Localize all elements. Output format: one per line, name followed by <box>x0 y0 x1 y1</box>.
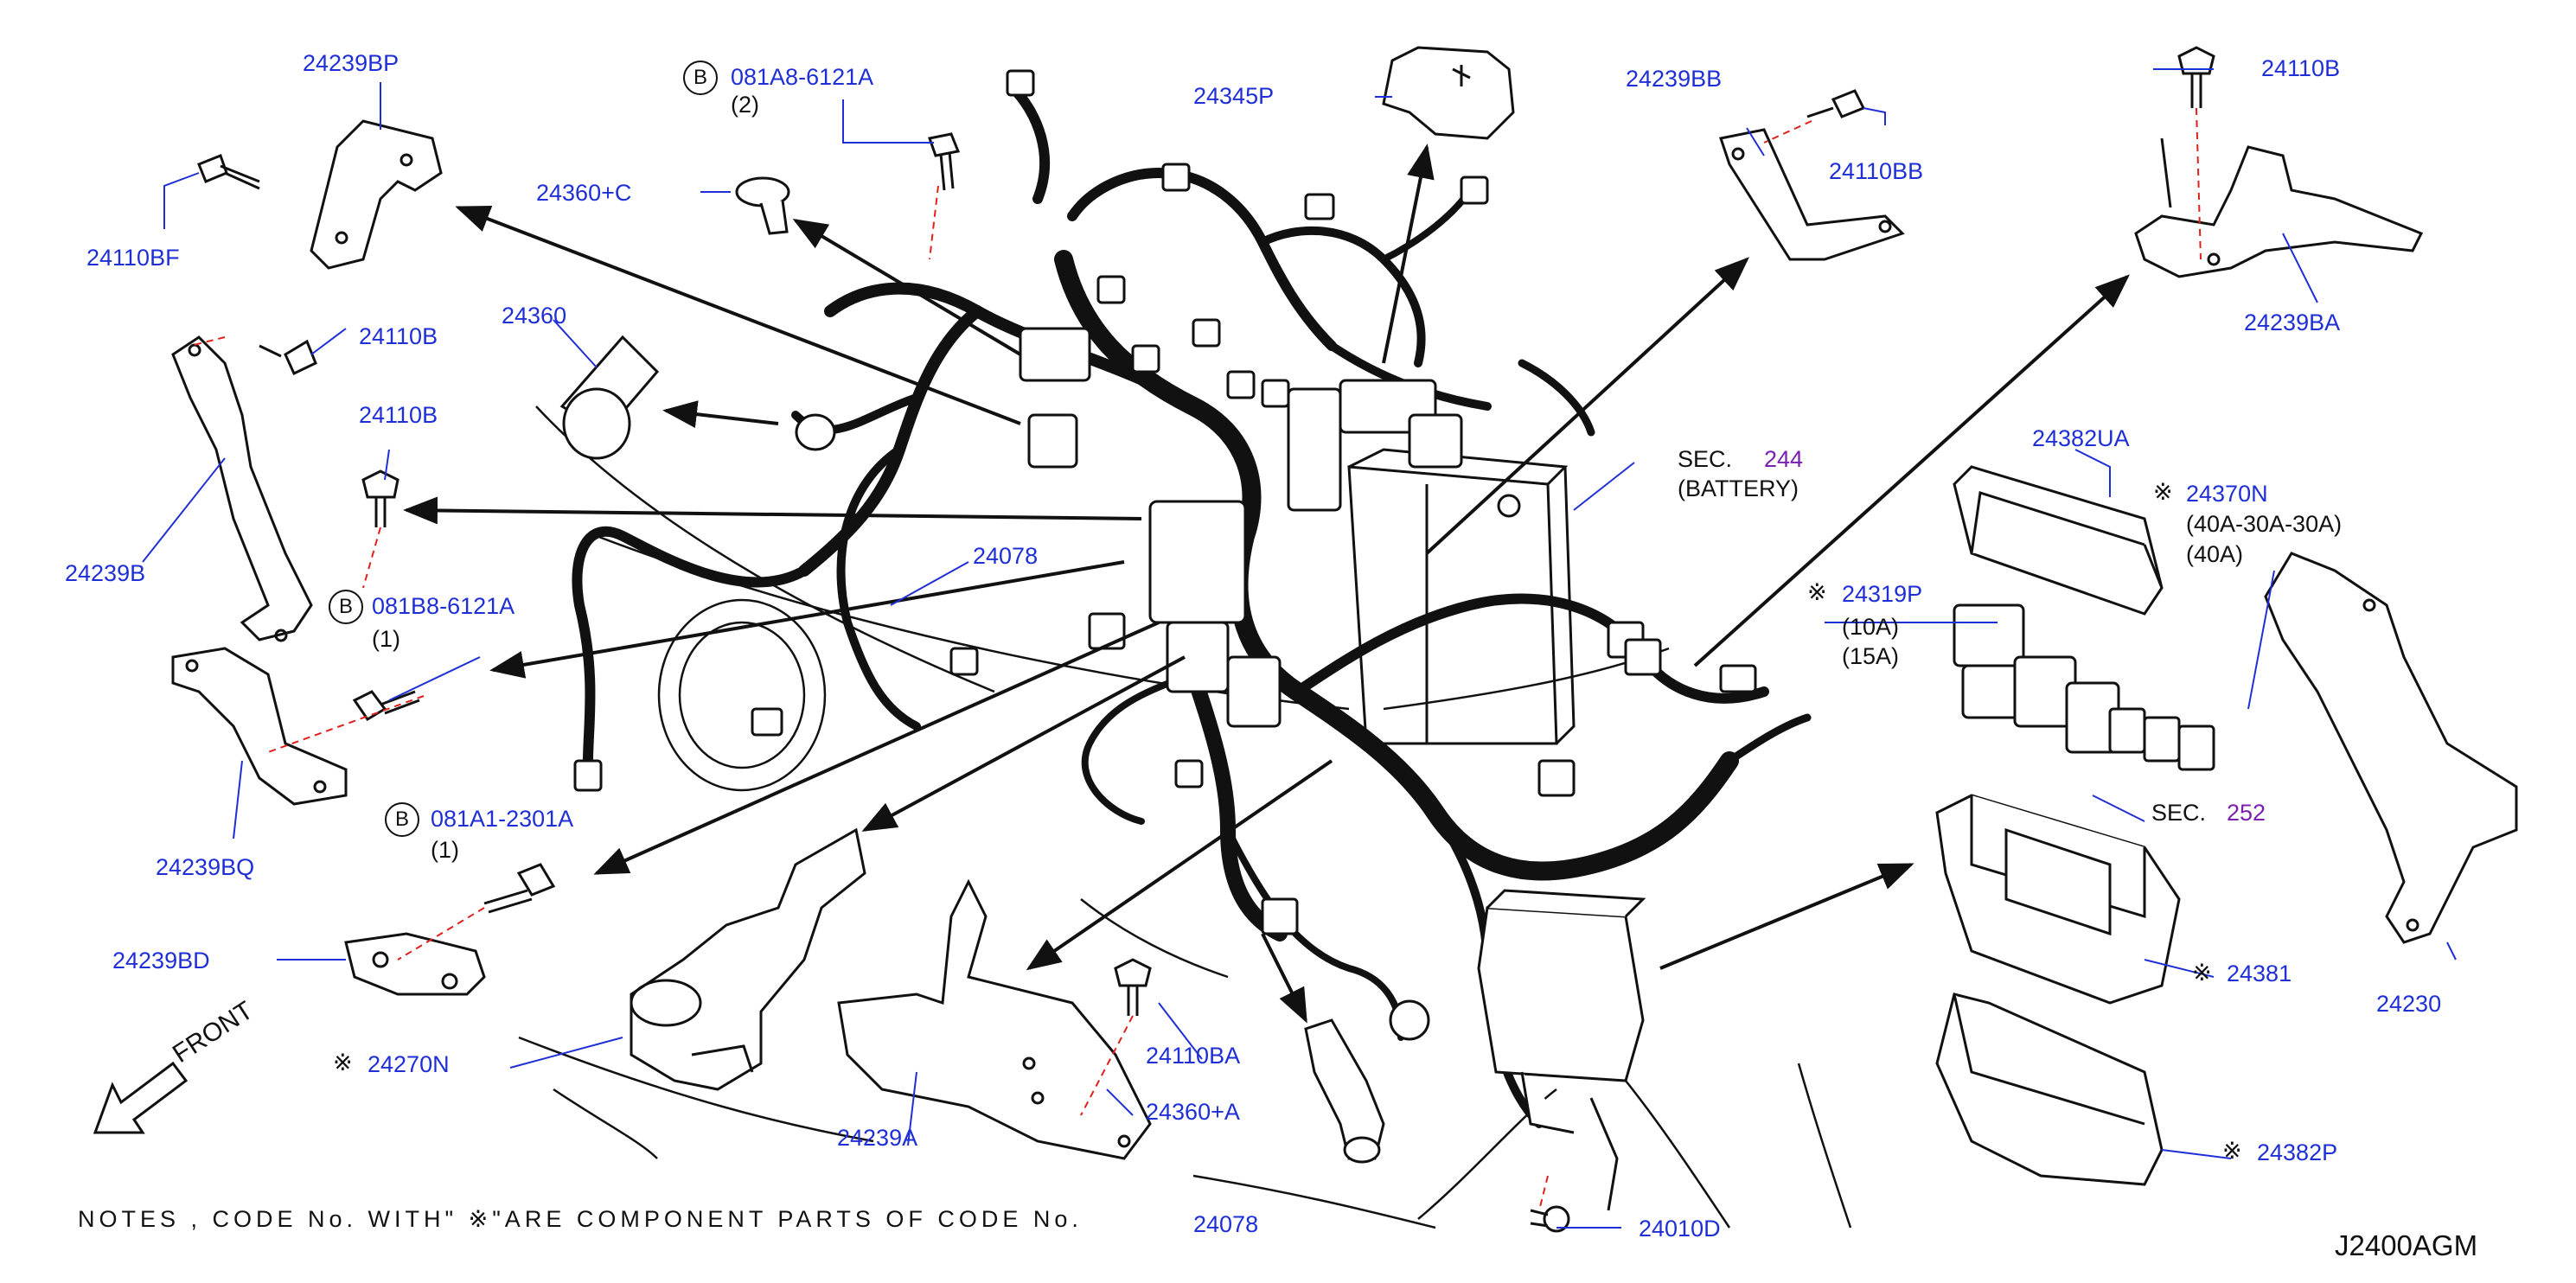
bracket-24239BD <box>344 932 486 996</box>
qty-081A1: (1) <box>431 837 459 863</box>
fusible-link-box-on-harness <box>1477 889 1646 1211</box>
part-label-24360: 24360 <box>502 303 567 329</box>
part-label-24345P: 24345P <box>1193 83 1275 109</box>
section-ref-244-note: (BATTERY) <box>1678 476 1799 501</box>
part-label-081B8-6121A: 081B8-6121A <box>372 593 515 619</box>
rating-24319P-b: (15A) <box>1842 643 1900 669</box>
bolt-24110BB <box>1806 89 1866 118</box>
bracket-24239A <box>837 878 1152 1160</box>
part-label-24239B: 24239B <box>65 560 146 586</box>
part-label-24239BP: 24239BP <box>303 50 400 76</box>
leader-lines <box>142 68 2457 1229</box>
part-label-24381: 24381 <box>2227 961 2292 986</box>
grommet-24360C <box>735 176 790 235</box>
part-label-081A8-6121A: 081A8-6121A <box>731 64 874 90</box>
star-24270N: ※ <box>333 1050 353 1076</box>
rating-24370N-b: (40A) <box>2186 541 2244 567</box>
bolt-24010D <box>1530 1205 1570 1233</box>
part-label-081A1-2301A: 081A1-2301A <box>431 806 574 832</box>
part-label-24230: 24230 <box>2376 991 2442 1017</box>
bolt-24110B-a <box>259 339 317 376</box>
part-label-24270N: 24270N <box>368 1051 450 1077</box>
section-ref-252-number: 252 <box>2227 800 2266 826</box>
part-label-24360C: 24360+C <box>536 180 632 206</box>
bolt-symbol-081A8: B <box>683 61 718 95</box>
fuse-box-cover-24382UA <box>1953 465 2164 616</box>
bolt-24110BF <box>197 154 260 190</box>
rating-24319P-a: (10A) <box>1842 614 1900 640</box>
harness-connectors <box>573 69 1757 1041</box>
star-24370N: ※ <box>2153 479 2173 505</box>
part-label-24239BD: 24239BD <box>112 948 210 973</box>
qty-081B8: (1) <box>372 626 400 652</box>
grommet-24360 <box>559 335 660 460</box>
notes-text: NOTES , CODE No. WITH" ※"ARE COMPONENT P… <box>78 1206 1083 1232</box>
grommet-24078 <box>1304 1018 1385 1164</box>
front-direction-arrow <box>93 1061 189 1134</box>
bracket-24239BP <box>310 119 443 270</box>
part-label-24110B-top: 24110B <box>2261 55 2341 81</box>
part-label-24319P: 24319P <box>1842 581 1923 607</box>
part-label-24360A: 24360+A <box>1146 1099 1240 1125</box>
part-label-24110B-a: 24110B <box>359 323 438 349</box>
qty-081A8: (2) <box>731 92 759 118</box>
fuse-box-lower-cover-24382P <box>1935 993 2164 1186</box>
star-24382P: ※ <box>2222 1138 2242 1164</box>
bolt-081B8 <box>352 690 420 722</box>
part-label-24110BA: 24110BA <box>1146 1043 1241 1069</box>
bracket-24230 <box>2264 552 2518 944</box>
section-ref-252-prefix: SEC. <box>2151 800 2207 826</box>
part-label-24078-bottom: 24078 <box>1193 1211 1259 1237</box>
bolt-symbol-081B8: B <box>329 590 363 624</box>
section-ref-244-number: 244 <box>1764 446 1804 472</box>
part-label-24239BA: 24239BA <box>2244 310 2341 335</box>
main-harness <box>572 81 1812 1128</box>
explode-arrows <box>403 144 2130 1024</box>
part-label-24078-top: 24078 <box>973 543 1039 569</box>
bolt-081A8 <box>928 132 961 191</box>
part-label-24370N: 24370N <box>2186 481 2268 507</box>
bracket-24239BB <box>1719 128 1905 261</box>
part-label-24239A: 24239A <box>837 1125 918 1151</box>
fuse-block-24381 <box>1935 794 2181 1005</box>
alignment-dashes <box>189 107 2202 1211</box>
part-label-24239BB: 24239BB <box>1626 66 1723 92</box>
part-label-24110BB: 24110BB <box>1829 158 1924 184</box>
part-label-24382UA: 24382UA <box>2032 425 2130 451</box>
bracket-24239B <box>171 335 313 642</box>
rating-24370N-a: (40A-30A-30A) <box>2186 511 2343 537</box>
bolt-24110BA <box>1114 958 1152 1016</box>
relay-bracket-24270N <box>630 827 866 1091</box>
bracket-24239BQ <box>171 647 348 806</box>
section-ref-244-prefix: SEC. <box>1678 446 1733 472</box>
part-label-24382P: 24382P <box>2257 1139 2338 1165</box>
star-24381: ※ <box>2192 960 2212 986</box>
part-label-24110BF: 24110BF <box>86 245 180 271</box>
bolt-081A1 <box>483 863 556 914</box>
bolt-24110B-b <box>361 469 400 527</box>
part-label-24110B-b: 24110B <box>359 402 438 428</box>
bolt-symbol-081A1: B <box>385 802 419 837</box>
star-24319P: ※ <box>1807 579 1827 605</box>
fuses-relays-24319P-24370N <box>1953 603 2215 771</box>
diagram-code: J2400AGM <box>2335 1229 2478 1261</box>
part-label-24239BQ: 24239BQ <box>156 854 255 880</box>
battery-terminal-cover-24345P <box>1382 46 1515 140</box>
bracket-24239BA <box>2134 137 2424 278</box>
part-label-24010D: 24010D <box>1639 1216 1721 1242</box>
bolt-24110B-top <box>2177 46 2215 108</box>
